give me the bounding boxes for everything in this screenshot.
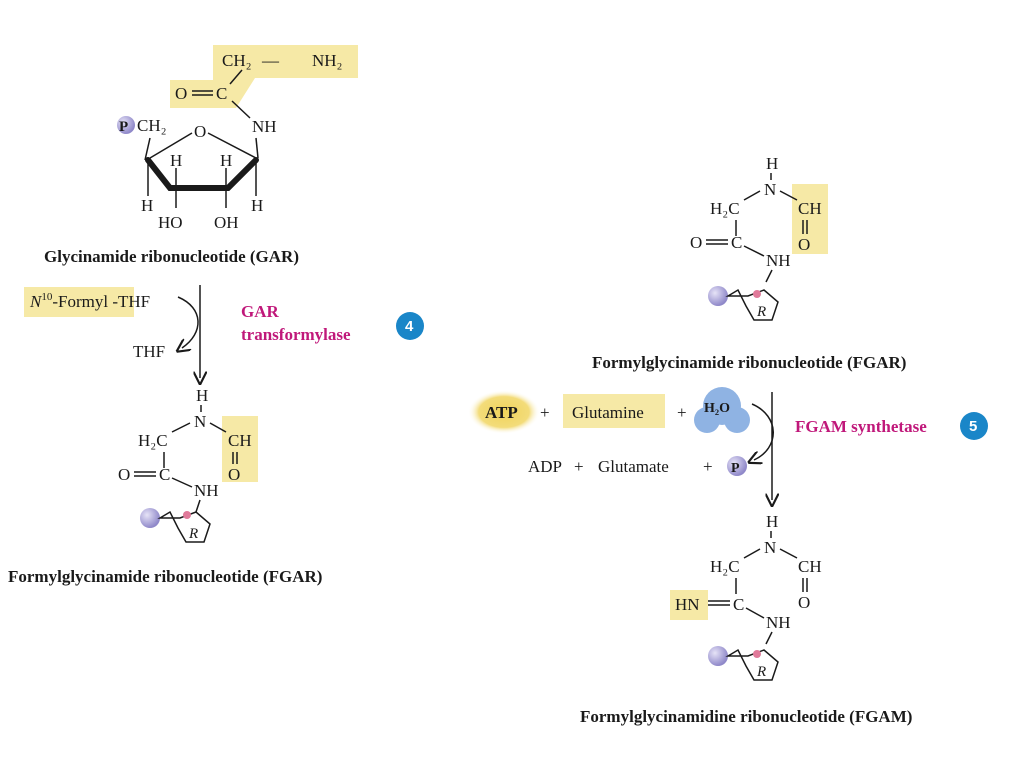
plus-3: + [574,457,584,476]
fgar-left-nh: NH [194,481,219,500]
svg-text:N10-Formyl -THF: N10-Formyl -THF [29,291,150,311]
fgar-right-c: C [731,233,742,252]
fgar-right-o-ald: O [798,235,810,254]
gar-molecule: CH₂ — NH₂ O C NH P CH₂ O H H H H HO OH [117,45,358,232]
gar-carbonyl-o: O [175,84,187,103]
fgar-left-n: N [194,412,206,431]
fgar-right-ribose-icon [725,288,779,321]
fgar-right-r: R [756,304,766,320]
fgar-left-o-ald: O [228,465,240,484]
fgar-right-ribose-dot [753,290,761,298]
adp: ADP [528,457,562,476]
cofactor-out: THF [133,342,165,361]
n10-formyl-highlight [24,287,134,317]
gar-h-c1: H [251,196,263,215]
h2o: H₂O [704,401,730,416]
gar-ring-front [145,157,259,191]
fgar-left-r: R [188,526,198,542]
step-4: N10-Formyl -THF THF GAR transformylase 4 [24,285,424,378]
fgam-nh: NH [766,613,791,632]
fgar-right-ch: CH [798,199,822,218]
fgam-ch: CH [798,557,822,576]
gar-oh: OH [214,213,239,232]
fgam-phosphate-icon [708,646,728,666]
glutamine: Glutamine [572,403,644,422]
gar-nh2: NH₂ [312,51,342,70]
fgar-right-molecule: H N H₂C CH O O C NH R [690,154,828,321]
atp-glow [468,390,540,434]
plus-4: + [703,457,713,476]
fgam-c: C [733,595,744,614]
step4-number: 4 [405,318,414,335]
fgar-right-label: Formylglycinamide ribonucleotide (FGAR) [592,353,906,372]
fgar-right-h: H [766,154,778,173]
gar-phosphate-symbol: P [119,119,128,135]
cofactor-name: -Formyl -THF [52,292,150,311]
step5-phosphate-icon [727,456,747,476]
gar-h-c4: H [141,196,153,215]
fgar-right-h2c: H₂C [710,199,740,218]
fgam-h2c: H₂C [710,557,740,576]
glutamate: Glutamate [598,457,669,476]
fgar-right-formyl-highlight [792,184,828,254]
cofactor-sup: 10 [41,291,53,303]
gar-h-c2: H [220,151,232,170]
fgar-left-label: Formylglycinamide ribonucleotide (FGAR) [8,567,322,586]
step4-badge [396,312,424,340]
gar-h-c3: H [170,151,182,170]
fgam-hn-highlight [670,590,708,620]
step5-phosphate-symbol: P [731,461,740,476]
fgam-ribose-icon [725,648,779,681]
gar-ch2: CH₂ [222,51,252,70]
gar-ho: HO [158,213,183,232]
fgam-hn: HN [675,595,700,614]
fgar-right-nh: NH [766,251,791,270]
fgar-left-o-amide: O [118,465,130,484]
fgar-right-phosphate-icon [708,286,728,306]
fgar-left-phosphate-icon [140,508,160,528]
plus-1: + [540,403,550,422]
gar-glycyl-highlight [170,45,358,108]
gar-ring-o: O [194,122,206,141]
gar-nh: NH [252,117,277,136]
step4-enzyme-line2: transformylase [241,325,351,344]
fgar-left-formyl-highlight [222,416,258,482]
fgar-left-ribose-dot [183,511,191,519]
gar-ch2-5: CH₂ [137,116,167,135]
fgar-right-o-amide: O [690,233,702,252]
step-5: ATP + Glutamine + H₂O ADP + Glutamate + … [468,387,988,500]
step4-curved-arrow [178,296,199,348]
fgam-ribose-dot [753,650,761,658]
fgam-n: N [764,538,776,557]
step5-number: 5 [969,418,977,435]
water-icon [694,387,750,433]
fgar-left-h: H [196,386,208,405]
cofactor-n: N [29,292,43,311]
gar-carbonyl-c: C [216,84,227,103]
fgar-left-ch: CH [228,431,252,450]
fgam-r: R [756,664,766,680]
step5-enzyme: FGAM synthetase [795,417,927,436]
step4-enzyme-line1: GAR [241,302,280,321]
atp: ATP [485,403,518,422]
fgam-o-ald: O [798,593,810,612]
plus-2: + [677,403,687,422]
fgar-right-n: N [764,180,776,199]
gar-phosphate-icon [117,116,135,134]
gar-dash: — [261,51,280,70]
fgam-h: H [766,512,778,531]
gar-label: Glycinamide ribonucleotide (GAR) [44,247,299,266]
fgar-left-h2c: H₂C [138,431,168,450]
fgam-label: Formylglycinamidine ribonucleotide (FGAM… [580,707,912,726]
fgam-molecule: H N H₂C CH O HN C NH R [670,512,822,681]
step5-curved-arrow [752,403,774,460]
glutamine-highlight [563,394,665,428]
fgar-left-molecule: H N H₂C CH O O C NH R [118,386,258,543]
step5-badge [960,412,988,440]
fgar-left-c: C [159,465,170,484]
